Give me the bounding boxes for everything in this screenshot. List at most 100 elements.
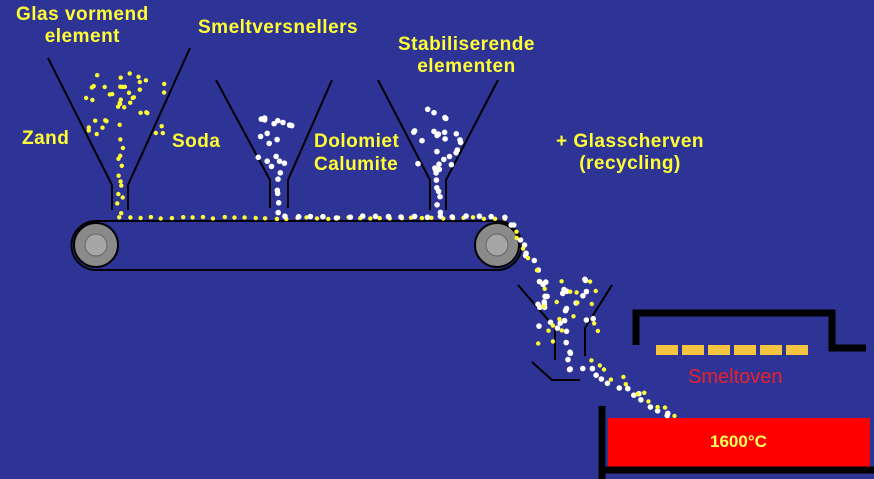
hopper-sand bbox=[47, 47, 191, 210]
sand-grain bbox=[126, 90, 132, 96]
sand-grain bbox=[127, 71, 132, 76]
sand-grain bbox=[116, 156, 121, 161]
sand-grain bbox=[131, 95, 137, 100]
funnel-grain bbox=[550, 323, 556, 328]
chute-grain bbox=[593, 372, 599, 379]
soda-grain bbox=[276, 158, 283, 164]
sand-grain bbox=[115, 201, 120, 206]
conveyor-belt bbox=[70, 220, 523, 271]
hopper-soda bbox=[215, 79, 333, 208]
belt-grain bbox=[295, 213, 302, 220]
funnel-grain bbox=[589, 301, 594, 307]
funnel-grain bbox=[536, 323, 542, 329]
stabilizer-grain bbox=[434, 148, 440, 155]
soda-grain bbox=[268, 163, 275, 170]
conveyor-roller-right bbox=[474, 222, 520, 268]
soda-grain bbox=[271, 120, 277, 127]
sand-grain bbox=[116, 191, 121, 197]
soda-grain bbox=[277, 170, 284, 176]
sand-grain bbox=[83, 95, 89, 101]
sand-grain bbox=[144, 110, 149, 115]
chute-grain bbox=[672, 413, 677, 419]
sand-grain bbox=[159, 124, 164, 129]
chute-grain bbox=[662, 405, 668, 410]
chute-grain bbox=[655, 404, 660, 410]
belt-grain bbox=[449, 214, 456, 220]
soda-grain bbox=[281, 160, 288, 166]
soda-grain bbox=[273, 153, 279, 160]
chute-grain bbox=[601, 367, 607, 372]
funnel-grain bbox=[571, 314, 576, 319]
label-glass-former-line2: element bbox=[44, 26, 121, 47]
belt-grain bbox=[190, 215, 195, 220]
funnel-grain bbox=[583, 288, 590, 295]
stabilizer-grain bbox=[415, 160, 421, 167]
soda-grain bbox=[274, 190, 281, 197]
belt-grain bbox=[282, 213, 288, 219]
sand-grain bbox=[143, 78, 149, 83]
belt-grain bbox=[200, 214, 206, 220]
chute-grain bbox=[631, 392, 637, 399]
sand-grain bbox=[103, 118, 108, 123]
sand-grain bbox=[107, 92, 113, 97]
falling-grain bbox=[520, 246, 526, 251]
sand-grain bbox=[118, 97, 124, 102]
sand-grain bbox=[93, 118, 98, 123]
chute-grain bbox=[623, 382, 628, 387]
funnel-grain bbox=[540, 281, 546, 288]
soda-grain bbox=[255, 154, 262, 161]
falling-grain bbox=[531, 257, 538, 264]
funnel-grain bbox=[559, 290, 566, 297]
sand-grain bbox=[119, 163, 125, 168]
falling-grain bbox=[534, 268, 540, 273]
falling-grain bbox=[525, 255, 531, 261]
falling-grain bbox=[521, 242, 528, 248]
belt-grain bbox=[274, 216, 280, 222]
funnel-grain bbox=[574, 290, 579, 295]
belt-grain bbox=[463, 213, 469, 219]
chute-grain bbox=[638, 397, 644, 403]
chute-grain bbox=[589, 358, 594, 363]
sand-grain bbox=[120, 84, 125, 90]
chute-grain bbox=[646, 399, 651, 404]
funnel-grain bbox=[546, 328, 551, 333]
funnel-grain bbox=[542, 293, 548, 300]
falling-grain bbox=[508, 222, 514, 228]
belt-grain bbox=[488, 213, 495, 220]
belt-grain bbox=[470, 215, 476, 220]
furnace-roof bbox=[632, 309, 866, 352]
funnel-grain bbox=[587, 279, 593, 284]
chute-grain bbox=[616, 385, 623, 391]
falling-grain bbox=[542, 286, 547, 291]
funnel-grain bbox=[563, 339, 569, 346]
funnel-grain bbox=[557, 320, 563, 326]
soda-grain bbox=[275, 200, 282, 206]
belt-grain bbox=[377, 216, 382, 221]
funnel-grain bbox=[595, 328, 601, 334]
belt-grain bbox=[476, 213, 483, 219]
belt-grain bbox=[481, 216, 487, 221]
sand-grain bbox=[118, 75, 123, 80]
funnel-grain bbox=[565, 356, 571, 363]
chute-grain bbox=[647, 404, 654, 410]
belt-grain bbox=[262, 216, 268, 221]
belt-grain bbox=[232, 215, 237, 220]
heater-segment bbox=[786, 345, 808, 355]
chute-grain bbox=[642, 390, 647, 395]
funnel-grain bbox=[554, 299, 559, 305]
funnel-grain bbox=[583, 317, 590, 323]
funnel-grain bbox=[561, 317, 568, 324]
belt-grain bbox=[333, 215, 340, 221]
sand-grain bbox=[136, 74, 141, 80]
label-melt-accelerators: Smeltversnellers bbox=[198, 17, 359, 38]
chute-grain bbox=[654, 408, 661, 414]
label-stabilizers-line2: elementen bbox=[417, 56, 516, 77]
funnel-grain bbox=[590, 315, 596, 322]
stabilizer-grain bbox=[453, 131, 460, 137]
stabilizer-grain bbox=[457, 137, 463, 143]
funnel-grain bbox=[580, 293, 586, 299]
label-cullet: + Glasscherven (recycling) bbox=[556, 131, 704, 175]
stabilizer-grain bbox=[424, 106, 431, 113]
soda-grain bbox=[274, 136, 280, 143]
